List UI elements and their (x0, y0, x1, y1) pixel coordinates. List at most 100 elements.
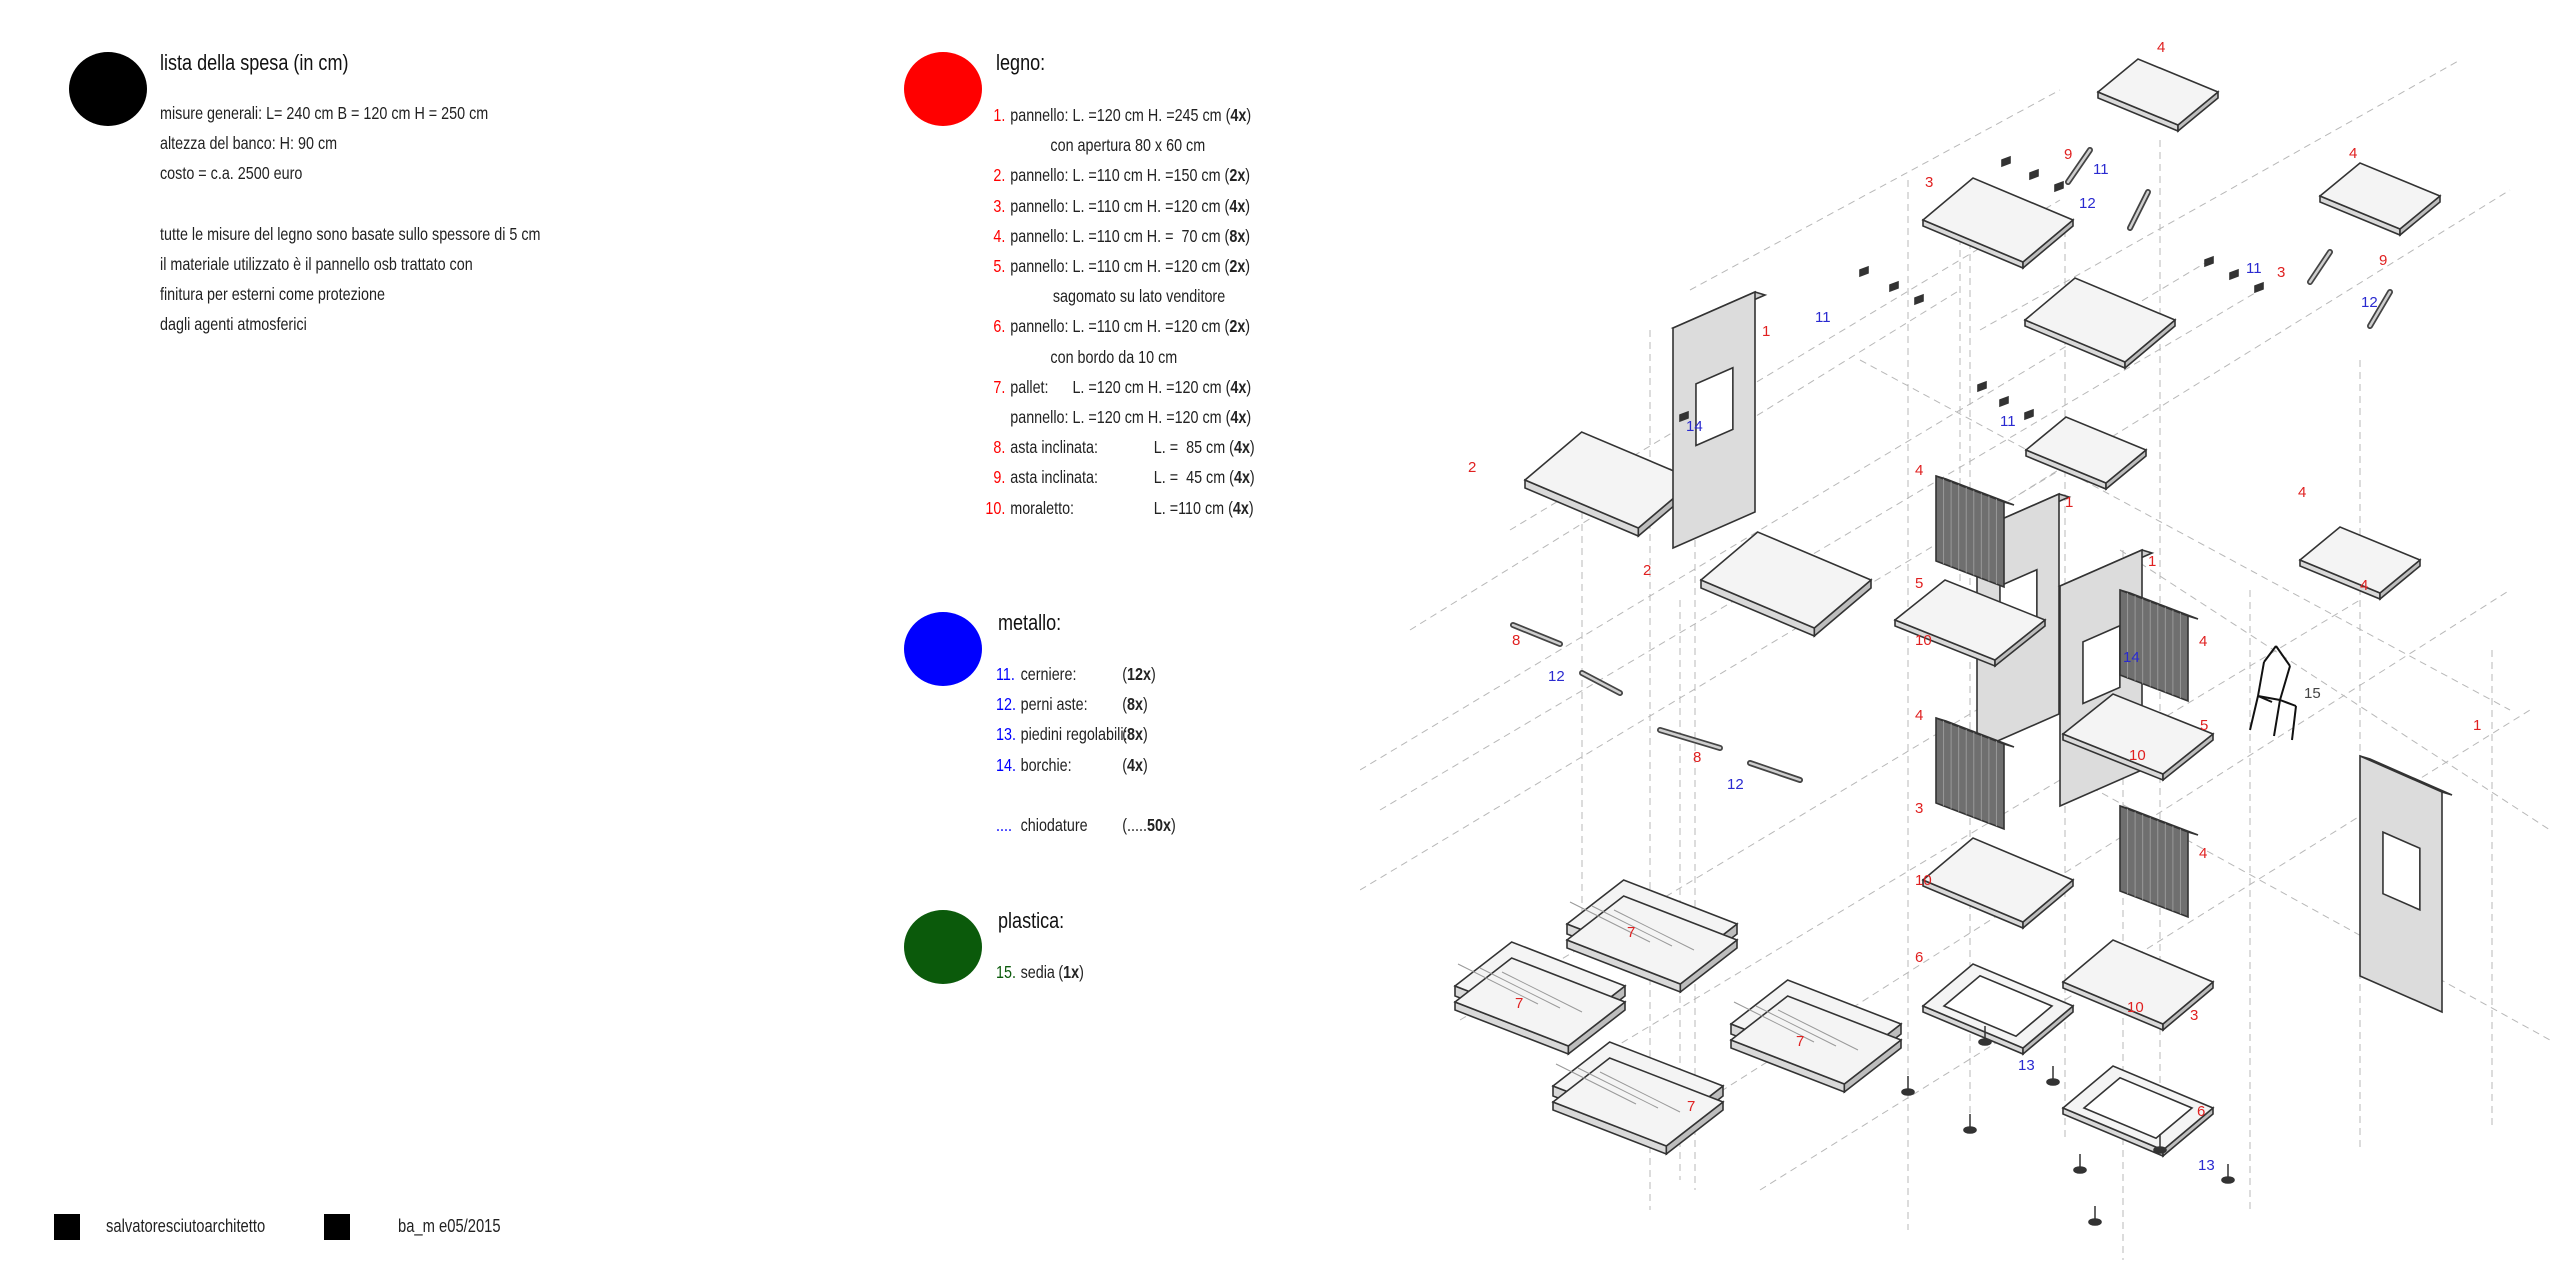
label-wood-part: 4 (2199, 845, 2207, 862)
label-metal-part: 14 (2123, 649, 2140, 666)
legno-row: con bordo da 10 cm (984, 342, 1177, 372)
legno-row-quantity: 4x (1233, 467, 1250, 488)
legno-row-quantity: 4x (1232, 497, 1249, 518)
plastica-row-number: 15. (996, 962, 1016, 982)
legno-row-number: 4. (993, 225, 1006, 246)
legno-row-quantity: 4x (1230, 376, 1247, 397)
label-wood-part: 3 (1915, 800, 1923, 817)
legno-row: con apertura 80 x 60 cm (984, 130, 1205, 160)
rod-12-core (1580, 671, 1622, 695)
label-metal-part: 12 (1727, 776, 1744, 793)
label-metal-part: 13 (2198, 1157, 2215, 1174)
legno-row-close: ) (1245, 165, 1251, 186)
label-wood-part: 6 (2197, 1103, 2205, 1120)
shopping-line: costo = c.a. 2500 euro (160, 163, 303, 184)
legno-row-close: ) (1245, 225, 1251, 246)
chair-15-part (2249, 695, 2259, 731)
panel-5 (1893, 579, 2047, 661)
hinge-11 (2001, 155, 2011, 168)
label-wood-part: 5 (1915, 575, 1923, 592)
guide-line (1979, 59, 2461, 331)
legno-row-text: pannello: L. =110 cm H. =150 cm ( (1010, 165, 1230, 186)
guide-line (2059, 769, 2550, 1041)
legno-row-close: ) (1249, 437, 1255, 458)
chair-15-part (2279, 699, 2297, 707)
plastica-row-close: ) (1079, 962, 1084, 982)
hinge-11 (1999, 395, 2009, 408)
hinge-11 (1889, 280, 1899, 293)
legno-row: sagomato su lato venditore (984, 281, 1225, 311)
label-wood-part: 2 (1468, 459, 1476, 476)
panel-3-lower (1921, 837, 2075, 923)
label-wood-part: 1 (2065, 494, 2073, 511)
hinge-11 (2024, 408, 2034, 421)
metallo-row: ....chiodature(.....50x) (996, 810, 1176, 840)
rod-12-core (1748, 761, 1802, 782)
label-metal-part: 11 (1815, 309, 1831, 326)
legno-row: 6.pannello: L. =110 cm H. =120 cm (2x) (984, 311, 1250, 341)
pallet-7-base (1453, 957, 1627, 1047)
legno-row-quantity: 4x (1229, 195, 1246, 216)
guide-line (1360, 469, 2061, 891)
legno-row-number: 3. (993, 195, 1006, 216)
metallo-row-label: cerniere: (1020, 664, 1077, 684)
label-wood-part: 3 (1925, 174, 1933, 191)
legno-row-quantity: 4x (1230, 407, 1247, 427)
shopping-title: lista della spesa (in cm) (160, 50, 349, 75)
guide-line (1459, 659, 2061, 1021)
metallo-row-close: ) (1170, 815, 1176, 835)
pallet-7-base (1551, 1057, 1725, 1147)
metallo-row: 12.perni aste:(8x) (996, 689, 1148, 719)
panel-2 (1699, 531, 1873, 629)
legno-row-text: asta inclinata: L. = 85 cm ( (1010, 437, 1234, 458)
pallet-7-slat (1599, 1071, 1681, 1113)
hinge-11 (2229, 268, 2239, 281)
panel-1-far-window (2382, 830, 2421, 912)
panel-2 (1523, 431, 1697, 529)
footer-square-icon (324, 1214, 350, 1240)
label-wood-part: 9 (2064, 146, 2072, 163)
label-wood-part: 4 (1915, 462, 1923, 479)
pallet-7-slat (1501, 971, 1583, 1013)
hinge-11 (1679, 410, 1689, 423)
footer-square-icon (54, 1214, 80, 1240)
adjustable-foot-13 (2153, 1146, 2167, 1154)
label-wood-part: 4 (1915, 707, 1923, 724)
metallo-row-open: (..... (1122, 815, 1147, 835)
legno-row-quantity: 2x (1229, 256, 1246, 276)
legno-row: 3.pannello: L. =110 cm H. =120 cm (4x) (984, 191, 1250, 221)
panel-3 (1921, 177, 2075, 263)
legno-row-number: 6. (993, 316, 1006, 337)
label-wood-part: 7 (1515, 995, 1523, 1012)
plastica-title: plastica: (998, 908, 1065, 933)
legno-row-quantity: 8x (1229, 225, 1246, 246)
plastica-row-label: sedia (1020, 962, 1055, 982)
label-wood-part: 1 (2148, 553, 2156, 570)
shopping-line: finitura per esterni come protezione (160, 284, 385, 305)
label-metal-part: 12 (2079, 195, 2096, 212)
legno-row: 7.pallet: L. =120 cm H. =120 cm (4x) (984, 372, 1251, 402)
label-wood-part: 3 (2277, 264, 2285, 281)
blue-circle-icon (904, 612, 982, 686)
metallo-row-label: borchie: (1020, 754, 1072, 775)
shopping-line: tutte le misure del legno sono basate su… (160, 223, 541, 244)
label-wood-part: 4 (2360, 577, 2368, 594)
adjustable-foot-13 (2088, 1218, 2102, 1226)
label-wood-part: 4 (2157, 39, 2165, 56)
legno-row-number: 8. (993, 437, 1006, 458)
shopping-line: il materiale utilizzato è il pannello os… (160, 253, 473, 274)
label-metal-part: 12 (1548, 668, 1565, 685)
panel-4 (2024, 416, 2148, 484)
label-wood-part: 2 (1643, 562, 1651, 579)
black-circle-icon (69, 52, 147, 126)
pallet-7-slat (1555, 1063, 1637, 1105)
chair-15 (2249, 645, 2297, 741)
legno-row-close: ) (1245, 195, 1251, 216)
panel-3-right (2061, 939, 2215, 1025)
label-wood-part: 1 (1762, 323, 1770, 340)
label-wood-part: 10 (2127, 999, 2144, 1016)
guide-line (1509, 199, 2061, 531)
pallet-7-slat (1591, 905, 1673, 947)
chair-15-part (2257, 661, 2265, 697)
legno-row-text: pannello: L. =120 cm H. =245 cm ( (1010, 105, 1231, 125)
